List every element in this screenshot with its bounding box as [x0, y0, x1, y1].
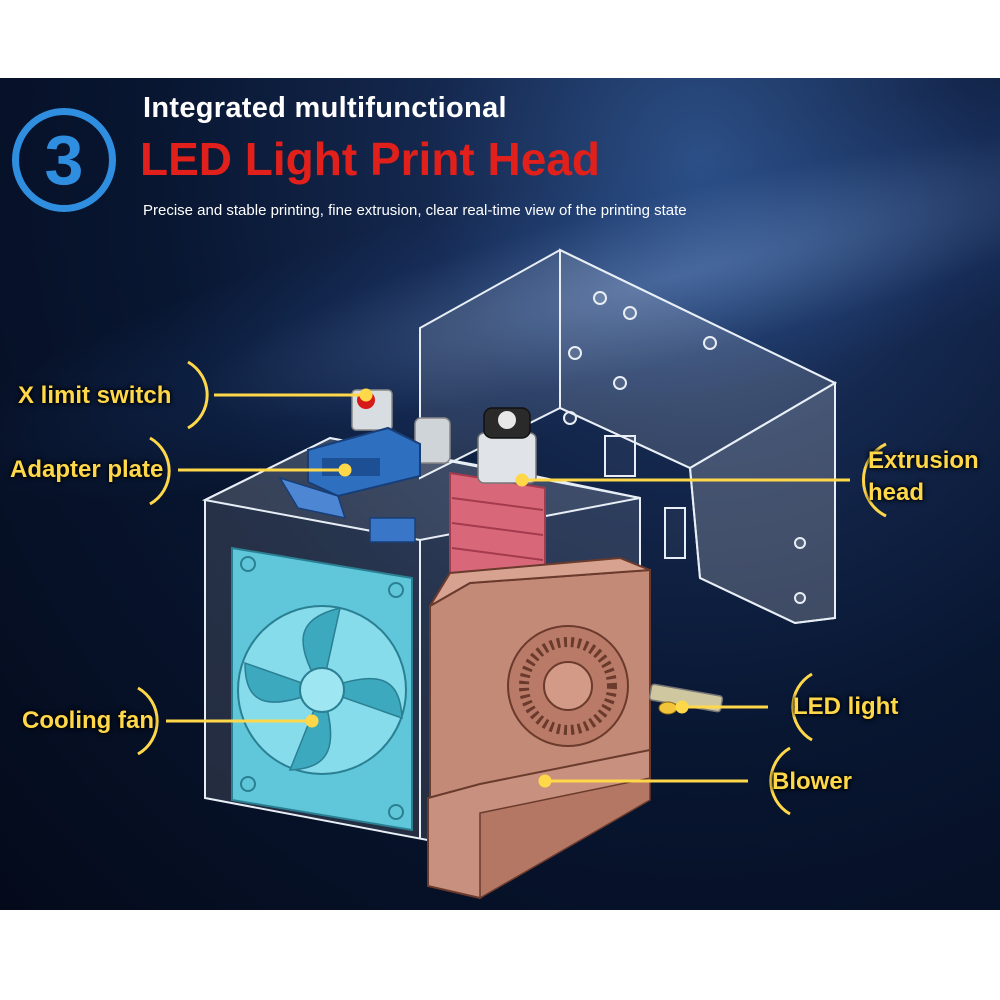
callout-led-light: LED light [793, 693, 899, 720]
title-line-2: LED Light Print Head [140, 133, 600, 185]
led-light-part [648, 683, 724, 715]
blower-part [427, 556, 651, 900]
callout-adapter-plate: Adapter plate [10, 456, 164, 483]
callout-blower: Blower [772, 768, 853, 795]
cooling-fan-part [231, 546, 413, 832]
callout-x-limit-switch: X limit switch [18, 382, 172, 409]
callout-leaders [137, 360, 887, 816]
diagram-panel: 3 Integrated multifunctional LED Light P… [0, 78, 1000, 910]
callout-extrusion-head-line2: head [868, 479, 925, 506]
rear-bracket [419, 248, 838, 625]
subtitle: Precise and stable printing, fine extrus… [143, 202, 687, 219]
callout-extrusion-head-line1: Extrusion [868, 447, 979, 474]
adapter-plate-part [278, 426, 421, 543]
print-head-illustration [137, 248, 887, 900]
step-number-badge: 3 [12, 108, 116, 212]
title-line-1: Integrated multifunctional [143, 92, 507, 124]
callout-cooling-fan: Cooling fan [22, 707, 154, 734]
